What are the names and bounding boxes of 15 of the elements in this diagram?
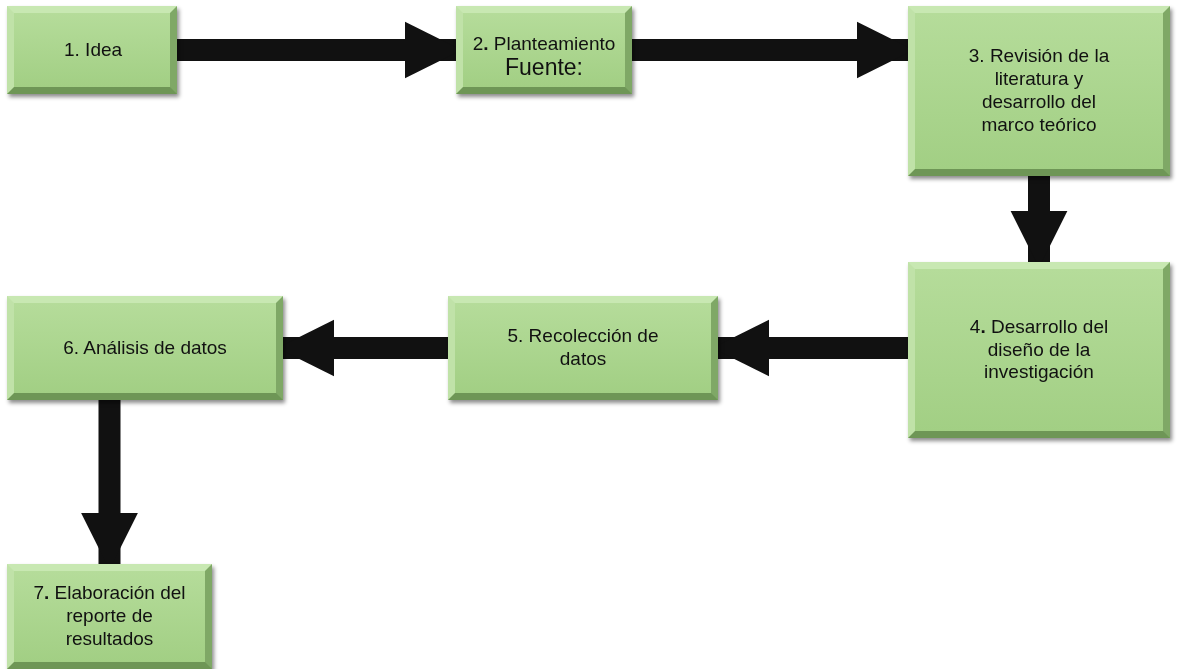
process-box (7, 564, 212, 669)
step-label: 3. Revisión de la literatura y desarrollo del marco teórico (967, 45, 1111, 137)
step-label: 1. Idea (64, 38, 123, 62)
step-label: 2. Planteamiento (472, 33, 616, 56)
step-label: 4. Desarrollo del diseño de la investigación (968, 315, 1110, 385)
process-box (908, 6, 1170, 176)
process-box (7, 6, 177, 94)
step-label: 6. Análisis de datos (63, 336, 227, 360)
step-label: 7. Elaboración del reporte de resultados (32, 582, 187, 651)
process-box (908, 262, 1170, 438)
source-label: Fuente: (505, 55, 583, 79)
process-box (448, 296, 718, 400)
step-label: 5. Recolección de datos (506, 325, 660, 371)
process-box (7, 296, 283, 400)
process-box (456, 6, 632, 94)
